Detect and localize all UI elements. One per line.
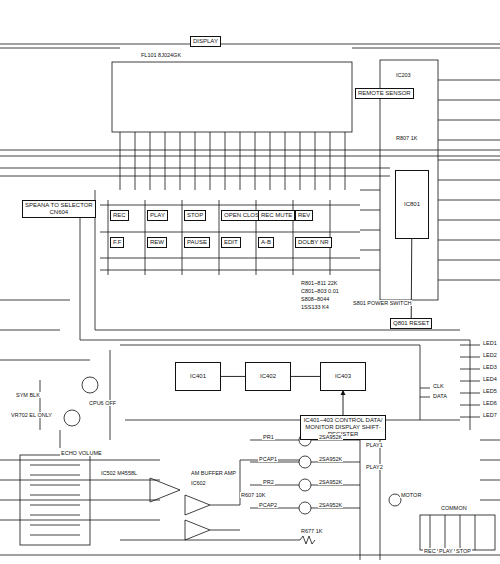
label-text: COMMON <box>440 505 468 511</box>
label-text: SYM BLK <box>15 392 41 398</box>
label-text: PLAY <box>438 548 454 554</box>
node-text: REC MUTE <box>261 212 292 219</box>
component-box: SPEANA TO SELECTORCN604 <box>22 200 96 218</box>
component-box: STOP <box>184 210 206 221</box>
label-text: IC502 M4558L <box>100 470 138 476</box>
label-text: VR702 EL ONLY <box>10 412 53 418</box>
label-text: C801~803 0.01 <box>300 288 340 294</box>
node-text: PAUSE <box>187 239 207 246</box>
component-box: DISPLAY <box>190 36 221 47</box>
label-text: AM BUFFER AMP <box>190 470 237 476</box>
label-text: FL101 8J024GK <box>140 52 182 58</box>
label-text: PR1 <box>262 434 275 440</box>
wire-connector <box>291 376 320 377</box>
node-text: CN604 <box>25 209 93 216</box>
component-box: A-B <box>258 237 274 248</box>
node-text: IC401 <box>190 373 206 380</box>
component-box: IC801 <box>395 170 429 239</box>
label-text: R607 10K <box>240 492 266 498</box>
label-text: 2SA952K <box>318 456 343 462</box>
node-text: REC <box>113 212 126 219</box>
label-text: LED1 <box>482 340 498 346</box>
label-text: PLAY1 <box>365 442 384 448</box>
label-text: CPU6 OFF <box>88 400 117 406</box>
ic-box: IC403 <box>320 362 366 391</box>
label-text: R801~811 22K <box>300 280 338 286</box>
component-box: REMOTE SENSOR <box>355 88 414 99</box>
label-text: 2SA952K <box>318 502 343 508</box>
label-text: REC <box>423 548 437 554</box>
node-text: DISPLAY <box>193 38 218 45</box>
label-text: S801 POWER SWITCH <box>352 300 412 306</box>
node-text: A-B <box>261 239 271 246</box>
label-text: 2SA952K <box>318 434 343 440</box>
label-text: R807 1K <box>395 135 418 141</box>
node-text: IC801 <box>404 201 420 208</box>
label-text: LED2 <box>482 352 498 358</box>
label-text: LED3 <box>482 364 498 370</box>
component-box: DOLBY NR <box>295 237 332 248</box>
label-text: STOP <box>455 548 472 554</box>
label-text: R677 1K <box>300 528 323 534</box>
component-box: REV <box>295 210 313 221</box>
node-text: IC403 <box>335 373 351 380</box>
node-text: SPEANA TO SELECTOR <box>25 202 93 209</box>
component-box: PAUSE <box>184 237 210 248</box>
component-box: EDIT <box>221 237 241 248</box>
label-text: 2SA952K <box>318 479 343 485</box>
label-text: S808~8044 <box>300 296 330 302</box>
label-text: LED7 <box>482 412 498 418</box>
node-text: EDIT <box>224 239 238 246</box>
wire-connector <box>221 376 245 377</box>
component-box: PLAY <box>147 210 168 221</box>
node-text: STOP <box>187 212 203 219</box>
ic-box: IC402 <box>245 362 291 391</box>
label-text: 1SS133 K4 <box>300 304 330 310</box>
node-text: REW <box>150 239 164 246</box>
label-text: DATA <box>432 393 448 399</box>
label-text: MOTOR <box>400 492 422 498</box>
component-box: Q801 RESET <box>390 318 432 329</box>
label-text: IC203 <box>395 72 412 78</box>
node-text: DOLBY NR <box>298 239 329 246</box>
label-text: LED4 <box>482 376 498 382</box>
label-text: PCAP2 <box>258 502 278 508</box>
label-text: PCAP1 <box>258 456 278 462</box>
node-text: F.F <box>113 239 121 246</box>
ic-box: IC401 <box>175 362 221 391</box>
label-text: CLK <box>432 383 445 389</box>
component-box: REC MUTE <box>258 210 295 221</box>
node-text: PLAY <box>150 212 165 219</box>
label-text: ECHO VOLUME <box>60 450 103 456</box>
node-text: Q801 RESET <box>393 320 429 327</box>
node-text: IC402 <box>260 373 276 380</box>
label-text: LED6 <box>482 400 498 406</box>
wire-connector <box>343 391 344 415</box>
component-box: REW <box>147 237 167 248</box>
component-box: REC <box>110 210 129 221</box>
label-text: PLAY2 <box>365 464 384 470</box>
label-text: PR2 <box>262 479 275 485</box>
label-text: IC602 <box>190 480 207 486</box>
node-text: REMOTE SENSOR <box>358 90 411 97</box>
wire-connector <box>411 239 413 318</box>
component-box: F.F <box>110 237 124 248</box>
node-text: REV <box>298 212 310 219</box>
label-text: LED5 <box>482 388 498 394</box>
